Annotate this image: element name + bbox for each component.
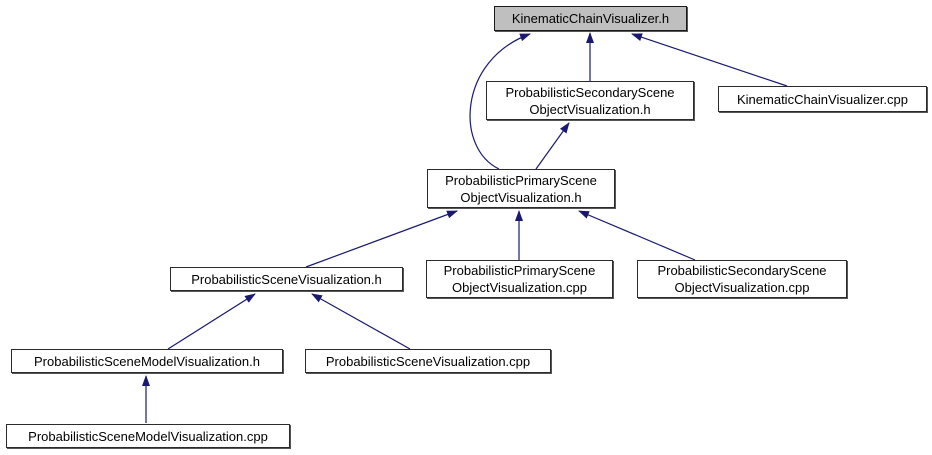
node-label-line: ObjectVisualization.cpp [674, 280, 810, 295]
node-label-line: ProbabilisticPrimaryScene [443, 263, 596, 278]
node-label-line: KinematicChainVisualizer.h [511, 11, 670, 26]
graph-node-psmv_h[interactable]: ProbabilisticSceneModelVisualization.h [11, 349, 283, 373]
graph-node-psmv_cpp[interactable]: ProbabilisticSceneModelVisualization.cpp [6, 424, 290, 448]
node-label-line: ProbabilisticSceneModelVisualization.h [34, 353, 260, 369]
node-label-line: ProbabilisticPrimaryScene [445, 172, 597, 188]
node-label-line: KinematicChainVisualizer.cpp [736, 91, 909, 107]
edge-psv_cpp-to-psv_h [311, 293, 411, 350]
edge-pps_h-to-pss_h [535, 122, 570, 170]
edge-kcv_cpp-to-kcv_h [631, 33, 788, 87]
node-label-line: ProbabilisticSceneVisualization.h [191, 271, 382, 287]
node-label-line: ProbabilisticSecondaryScene [657, 263, 827, 278]
graph-node-psv_h[interactable]: ProbabilisticSceneVisualization.h [170, 267, 403, 291]
edge-pps_h-to-kcv_h [469, 33, 531, 170]
node-label-line: ProbabilisticSecondaryScene [505, 84, 675, 100]
node-label-line: ObjectVisualization.h [460, 189, 582, 205]
node-label-line: ObjectVisualization.cpp [452, 280, 587, 295]
edge-pss_cpp-to-pps_h [578, 210, 696, 261]
graph-node-kcv_h: KinematicChainVisualizer.h [494, 6, 687, 31]
graph-node-psv_cpp[interactable]: ProbabilisticSceneVisualization.cpp [305, 349, 551, 373]
graph-node-kcv_cpp[interactable]: KinematicChainVisualizer.cpp [718, 86, 927, 112]
edge-psv_h-to-pps_h [305, 210, 458, 268]
node-label-line: ObjectVisualization.h [529, 101, 651, 117]
edge-psmv_h-to-psv_h [167, 293, 256, 350]
node-label-line: ProbabilisticSceneModelVisualization.cpp [28, 428, 268, 444]
node-label-line: ProbabilisticSceneVisualization.cpp [325, 353, 531, 369]
